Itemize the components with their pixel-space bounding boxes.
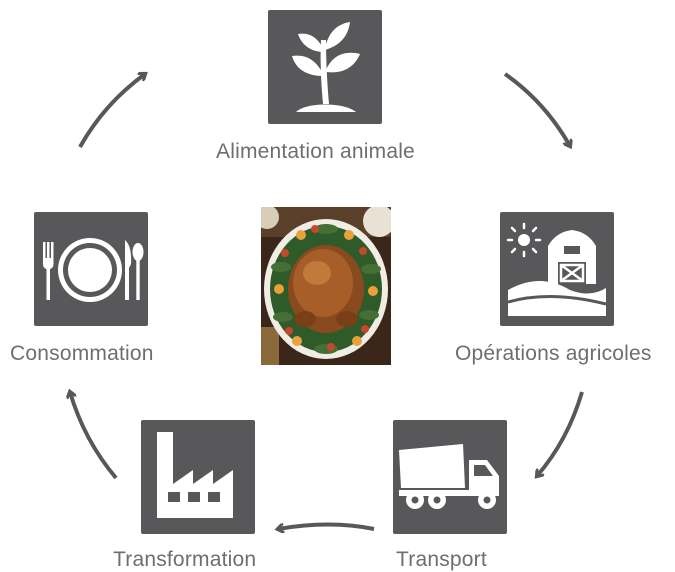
consumption-tile (34, 212, 148, 326)
arrow-farm-to-transport (537, 391, 584, 476)
step-label-transport: Transport (396, 548, 487, 571)
arrow-consumption-to-feed (78, 74, 145, 148)
step-label-feed: Alimentation animale (216, 140, 415, 163)
roast-turkey-photo (261, 207, 391, 365)
step-label-consumption: Consommation (10, 342, 154, 365)
processing-tile (141, 420, 255, 534)
farm-barn-icon (506, 222, 607, 316)
dump-truck-icon (399, 444, 499, 509)
feed-tile (268, 10, 382, 124)
step-label-processing: Transformation (113, 548, 257, 571)
step-label-farm: Opérations agricoles (455, 342, 652, 365)
farm-tile (500, 212, 614, 326)
transport-tile (393, 420, 507, 534)
factory-icon (157, 432, 233, 518)
plate-cutlery-icon (43, 238, 144, 302)
plant-sprout-icon (292, 22, 360, 112)
arrow-transport-to-processing (278, 522, 375, 530)
arrow-processing-to-consumption (70, 392, 118, 480)
arrow-feed-to-farm (503, 72, 570, 146)
